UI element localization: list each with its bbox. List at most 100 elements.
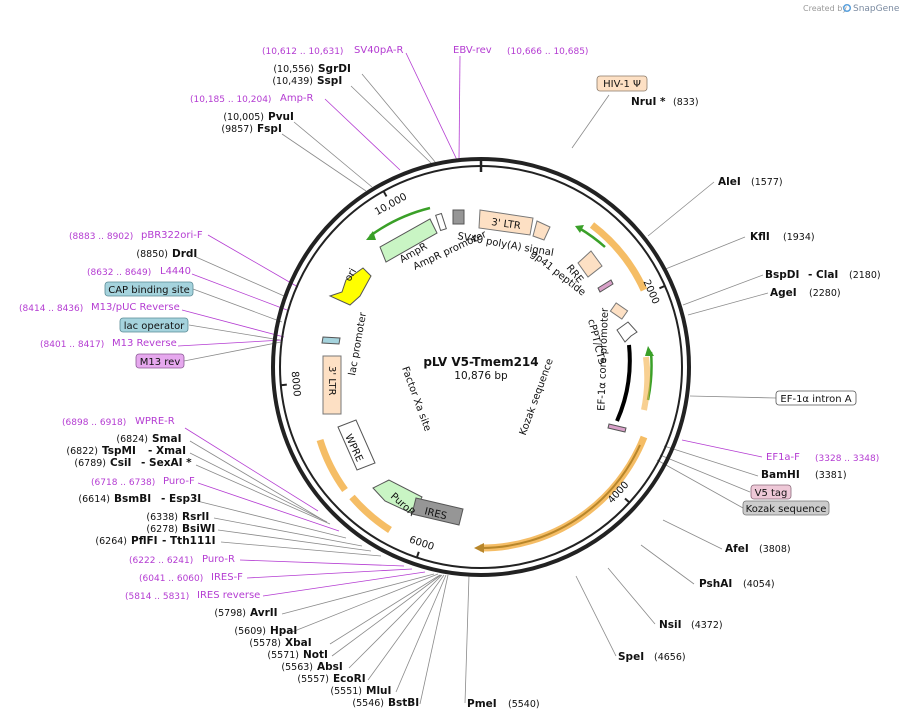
kozak-label: Kozak sequence bbox=[746, 504, 827, 515]
site-position: (6338) bbox=[146, 512, 178, 523]
site-extra: - ClaI bbox=[808, 269, 838, 281]
green-arrowhead-amp bbox=[366, 231, 376, 240]
site-position: (9857) bbox=[221, 124, 253, 135]
kozak-box bbox=[742, 500, 830, 516]
site-extra: - SexAI * bbox=[141, 457, 192, 469]
lac-operator-label: lac operator bbox=[124, 321, 185, 332]
leader-line bbox=[196, 500, 347, 539]
leader-line bbox=[293, 121, 373, 188]
factor-xa-label: Factor Xa site bbox=[399, 365, 433, 433]
leader-lines bbox=[177, 52, 777, 705]
main-orf-arrow bbox=[481, 444, 641, 549]
site-position: (10,439) bbox=[272, 76, 313, 87]
site-name: BsiWI bbox=[182, 523, 215, 535]
plasmid-size: 10,876 bp bbox=[454, 370, 508, 382]
primer-label: M13/pUC Reverse bbox=[91, 302, 180, 313]
leader-line bbox=[189, 440, 324, 521]
green-arrowhead-ef1a bbox=[645, 346, 654, 356]
site-position: (5551) bbox=[330, 686, 362, 697]
kozak-sequence-inner-label: Kozak sequence bbox=[518, 357, 556, 437]
site-name: HpaI bbox=[270, 625, 297, 637]
site-name: MluI bbox=[366, 685, 391, 697]
leader-line bbox=[647, 181, 715, 237]
primer-range: (8401 .. 8417) bbox=[40, 340, 104, 350]
tick-mark bbox=[280, 383, 287, 387]
primer-label: Amp-R bbox=[280, 93, 314, 104]
tick-label: 6000 bbox=[408, 534, 436, 553]
site-position: (5557) bbox=[297, 674, 329, 685]
tick-mark bbox=[624, 497, 631, 504]
site-position: (5609) bbox=[234, 626, 266, 637]
site-name: NruI * bbox=[631, 96, 666, 108]
site-name: RsrII bbox=[182, 511, 209, 523]
site-name: TspMI bbox=[102, 445, 136, 457]
leader-line bbox=[191, 273, 288, 311]
green-arrowhead-rre bbox=[575, 225, 584, 233]
site-position: (1577) bbox=[751, 177, 783, 188]
snapgene-logo-icon bbox=[842, 3, 852, 13]
ef1a-intron-box bbox=[775, 390, 857, 406]
leader-line bbox=[192, 288, 283, 323]
site-position: (5798) bbox=[214, 608, 246, 619]
leader-line bbox=[195, 464, 331, 525]
site-name: AbsI bbox=[317, 661, 343, 673]
site-name: AleI bbox=[718, 176, 741, 188]
leader-line bbox=[458, 55, 461, 161]
primer-labels: (10,612 .. 10,631) SV40pA-R EBV-rev (10,… bbox=[19, 45, 879, 602]
leader-line bbox=[367, 574, 445, 681]
site-position: (5578) bbox=[249, 638, 281, 649]
leader-line bbox=[183, 341, 282, 362]
main-orf-arrowhead bbox=[474, 543, 484, 553]
v5-tag-label: V5 tag bbox=[755, 488, 788, 499]
site-name: AvrII bbox=[250, 607, 278, 619]
primer-label: L4440 bbox=[160, 266, 191, 277]
primer-label: Puro-F bbox=[163, 476, 195, 487]
leader-line bbox=[689, 395, 777, 399]
site-extra: - Tth111I bbox=[162, 535, 216, 547]
leader-line bbox=[663, 445, 759, 477]
site-position: (6789) bbox=[74, 458, 106, 469]
watermark-prefix: Created by bbox=[803, 4, 847, 13]
site-position: (2180) bbox=[849, 270, 881, 281]
site-position: (10,556) bbox=[273, 64, 314, 75]
primer-range: (6718 .. 6738) bbox=[91, 478, 155, 488]
primer-label: IRES-F bbox=[211, 572, 243, 583]
snapgene-watermark: Created by SnapGene bbox=[803, 3, 900, 14]
site-name: PflFI bbox=[131, 535, 158, 547]
site-name: CsiI bbox=[110, 457, 131, 469]
orange-band-rre bbox=[589, 222, 648, 292]
orange-band-wpre bbox=[316, 438, 348, 493]
leader-line bbox=[607, 567, 656, 625]
sv40-box bbox=[452, 209, 465, 225]
leader-line bbox=[405, 52, 458, 161]
site-name: KflI bbox=[750, 231, 770, 243]
leader-line bbox=[571, 94, 610, 149]
site-name: BspDI bbox=[765, 269, 799, 281]
leader-line bbox=[207, 234, 299, 288]
leader-line bbox=[189, 452, 328, 523]
leader-line bbox=[262, 571, 426, 597]
leader-line bbox=[195, 256, 285, 297]
site-position: (4054) bbox=[743, 579, 775, 590]
site-position: (833) bbox=[673, 97, 699, 108]
site-name: NsiI bbox=[659, 619, 682, 631]
leader-line bbox=[281, 133, 367, 192]
leader-line bbox=[662, 236, 746, 271]
m13-rev-label: M13 rev bbox=[140, 357, 181, 368]
orange-band-ef1a-intron bbox=[641, 356, 651, 411]
ef1a-intron-label: EF-1α intron A bbox=[780, 394, 851, 405]
primer-range: (8632 .. 8649) bbox=[87, 268, 151, 278]
site-name: EcoRI bbox=[333, 673, 366, 685]
primer-label: WPRE-R bbox=[135, 416, 175, 427]
cppt-box bbox=[609, 302, 629, 320]
tick-label: 8000 bbox=[289, 371, 302, 397]
site-position: (5571) bbox=[267, 650, 299, 661]
site-position: (2280) bbox=[809, 288, 841, 299]
site-name: SspI bbox=[317, 75, 342, 87]
leader-line bbox=[640, 544, 695, 585]
primer-range: (8883 .. 8902) bbox=[69, 232, 133, 242]
leader-line bbox=[213, 517, 363, 547]
primer-range: (10,185 .. 10,204) bbox=[190, 95, 271, 105]
tick-mark bbox=[382, 190, 388, 197]
tick-label: 10,000 bbox=[373, 191, 409, 218]
